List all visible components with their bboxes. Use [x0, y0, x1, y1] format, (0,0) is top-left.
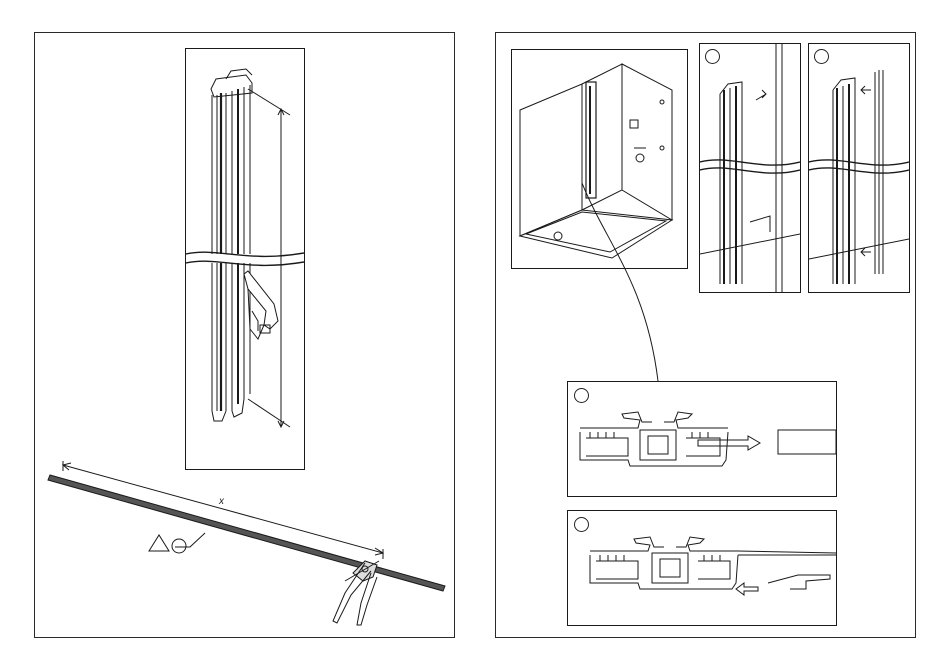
- step-b-panel: [808, 43, 910, 293]
- step-a-marker: [705, 49, 720, 64]
- callout-leader-line: [576, 183, 676, 383]
- vertical-profile-drawing: [186, 49, 304, 469]
- step-d-section-drawing: [568, 511, 836, 625]
- step-b-marker: [814, 49, 829, 64]
- step-c-marker: [574, 388, 589, 403]
- length-dimension-label: x: [219, 496, 224, 507]
- right-instruction-page: [495, 32, 916, 638]
- step-d-section-panel: [567, 510, 837, 626]
- step-b-drawing: [809, 44, 909, 292]
- step-a-panel: [699, 43, 801, 293]
- step-c-section-panel: [567, 381, 837, 497]
- step-d-marker: [574, 517, 589, 532]
- step-c-section-drawing: [568, 382, 836, 496]
- left-instruction-page: x: [34, 32, 455, 638]
- seal-strip-drawing: [45, 453, 450, 633]
- profile-detail-panel: [185, 48, 305, 470]
- step-a-drawing: [700, 44, 800, 292]
